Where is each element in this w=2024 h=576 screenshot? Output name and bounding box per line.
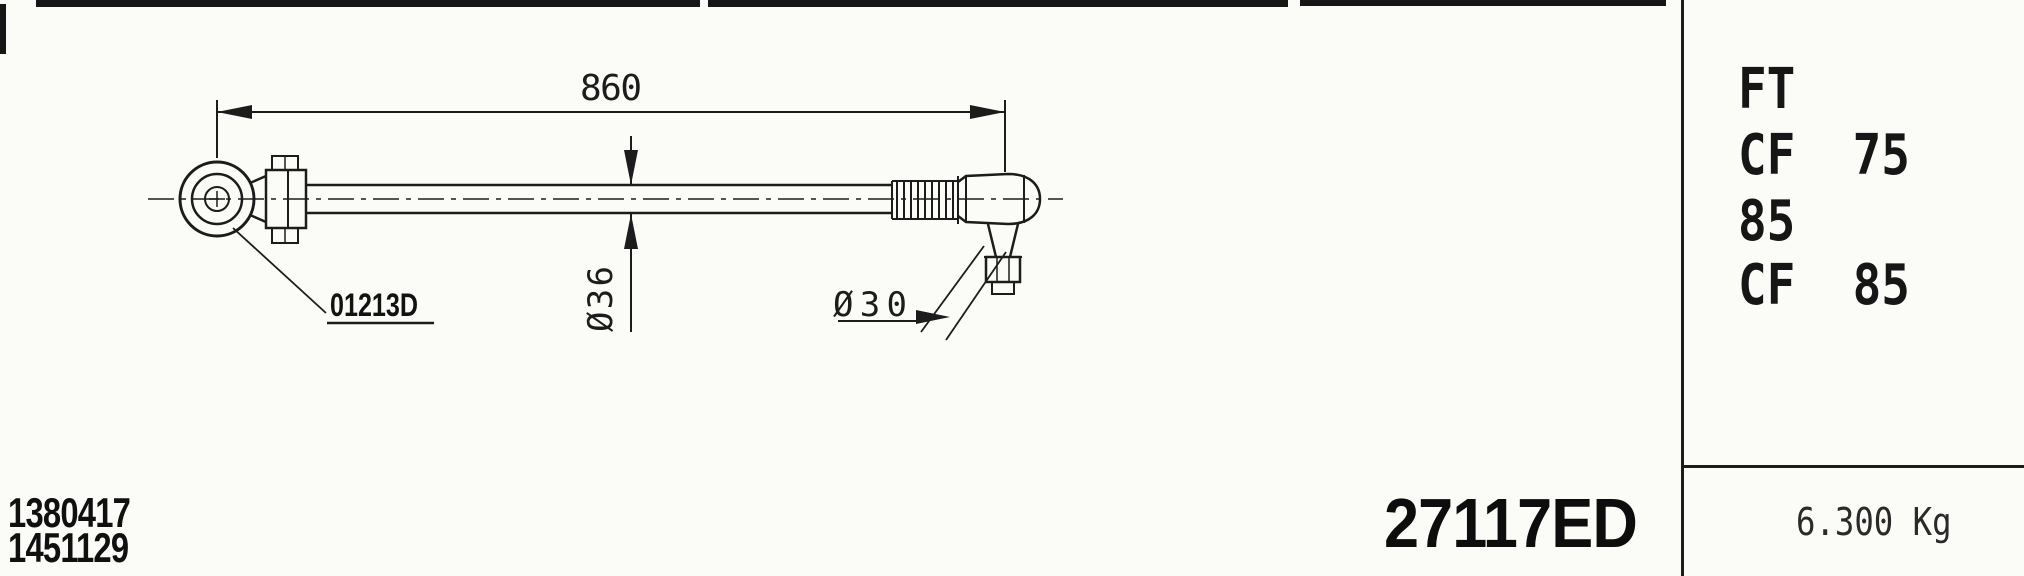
panel-horizontal-divider	[1684, 465, 2024, 468]
oem-reference-1: 1380417	[8, 489, 131, 536]
weight-label: 6.300 Kg	[1796, 500, 1952, 544]
part-number: 27117ED	[1384, 484, 1638, 562]
right-ball-joint	[957, 172, 1042, 226]
stud-diameter-label: Ø30	[833, 285, 907, 325]
application-line-1: FT	[1738, 57, 1796, 122]
clamp-section	[264, 155, 308, 244]
application-line-2: CF 75	[1738, 123, 1910, 188]
panel-vertical-divider	[1681, 0, 1684, 576]
rod-shaft	[306, 181, 893, 219]
rod-diameter-dimension: Ø36	[581, 136, 638, 332]
component-reference-callout: 01213D	[232, 227, 434, 325]
application-line-4: CF 85	[1738, 253, 1910, 318]
rod-diameter-label: Ø36	[581, 266, 621, 332]
length-dimension-label: 860	[580, 68, 642, 109]
thread-section	[892, 180, 958, 220]
length-dimension-860: 860	[216, 68, 1006, 172]
application-line-3: 85	[1738, 189, 1796, 254]
left-ball-joint-eye	[178, 160, 267, 238]
stud-diameter-dimension: Ø30	[833, 245, 1007, 341]
scan-edge-artifacts	[0, 0, 1666, 54]
component-reference-label: 01213D	[330, 287, 418, 323]
oem-reference-2: 1451129	[8, 524, 129, 571]
taper-stud-and-nut	[984, 223, 1022, 295]
